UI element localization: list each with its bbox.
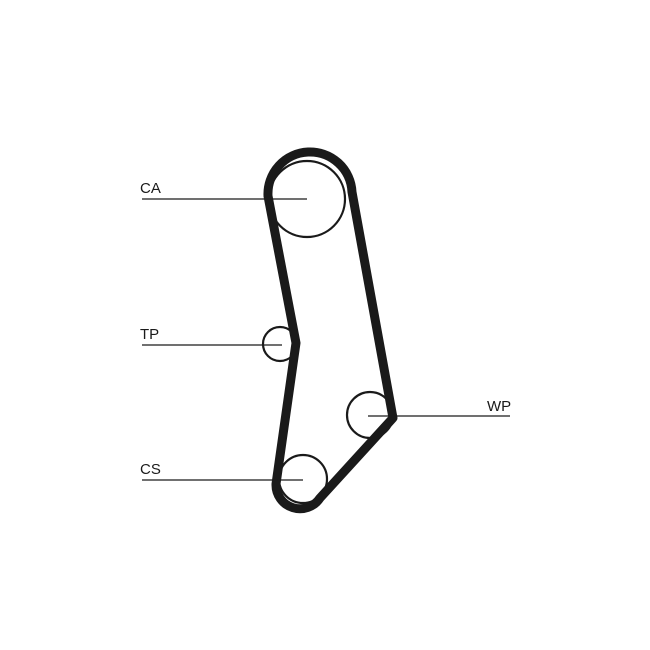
ca-label: CA [140,180,161,197]
water-pump-pulley [345,390,395,440]
tp-label: TP [140,326,159,343]
wp-label: WP [487,398,511,415]
crankshaft-pulley [277,453,329,505]
cs-label: CS [140,461,161,478]
tensioner-pulley [261,325,299,363]
timing-belt [263,147,398,514]
